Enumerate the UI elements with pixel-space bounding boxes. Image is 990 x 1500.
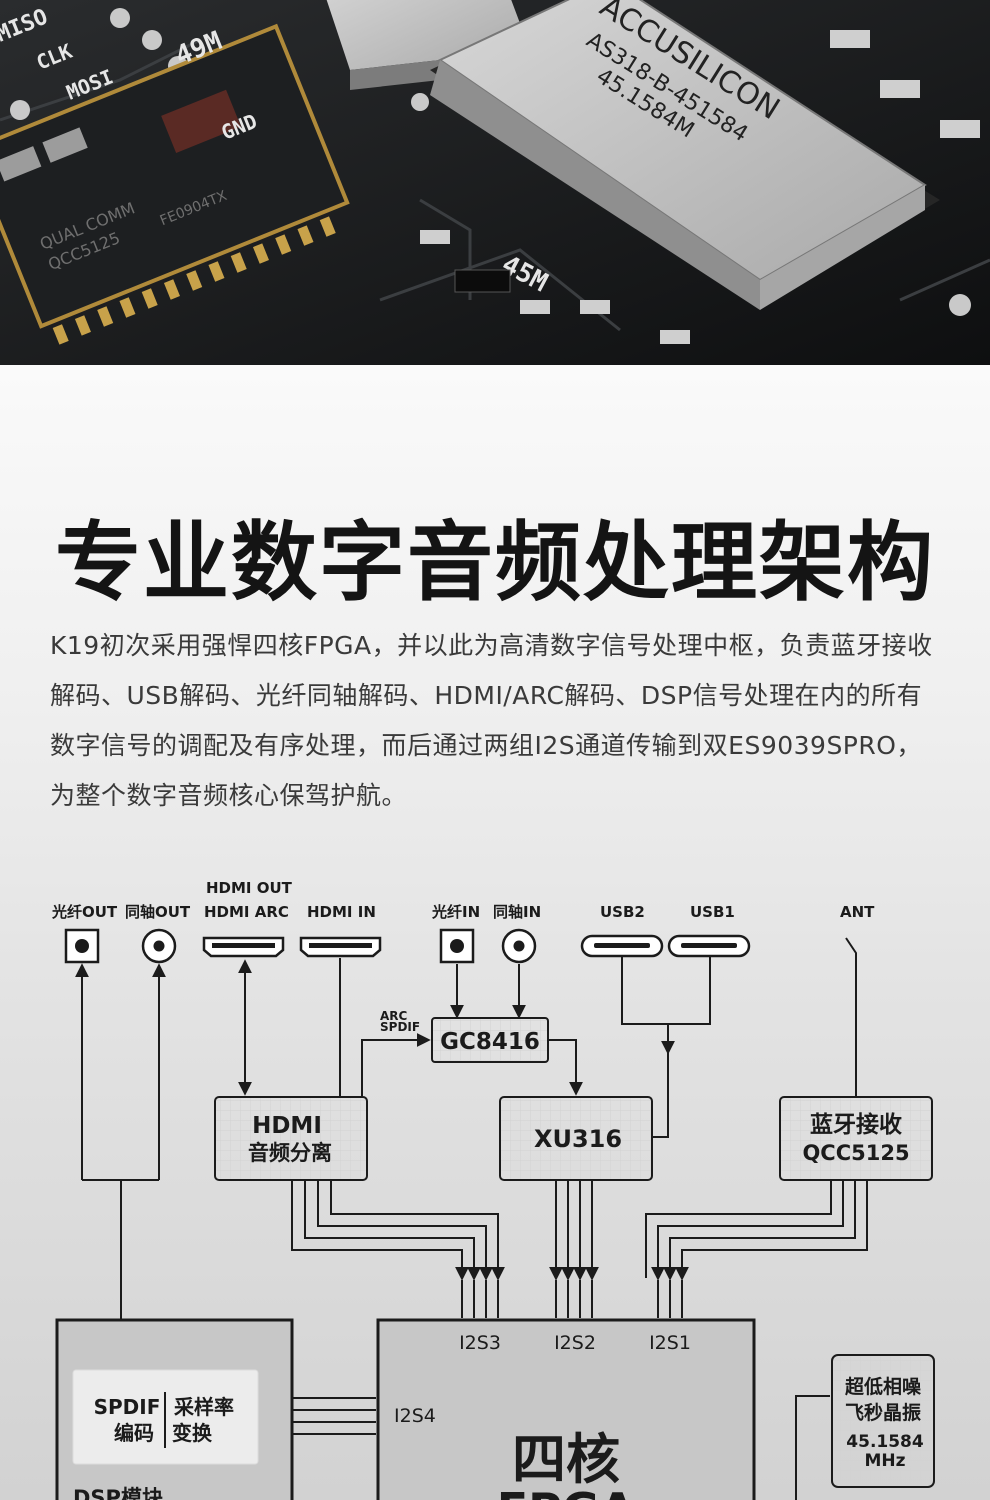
xu316-label: XU316 <box>534 1125 622 1153</box>
bt-block-subtitle: QCC5125 <box>802 1141 909 1165</box>
i2s2-label: I2S2 <box>554 1332 596 1354</box>
hero-pcb-photo: QUAL COMM QCC5125 FE0904TX MISO CLK MOSI… <box>0 0 990 365</box>
bluetooth-block: 蓝牙接收 QCC5125 <box>780 1097 932 1180</box>
i2s1-label: I2S1 <box>649 1332 691 1354</box>
architecture-svg: 光纤OUT 同轴OUT HDMI OUT HDMI ARC HDMI IN 光纤… <box>0 860 990 1500</box>
spdif-encode-subtitle: 编码 <box>114 1421 154 1445</box>
label-hdmi-arc: HDMI ARC <box>204 903 289 921</box>
pcb-illustration: QUAL COMM QCC5125 FE0904TX MISO CLK MOSI… <box>0 0 990 365</box>
spdif-encode-title: SPDIF <box>94 1395 161 1419</box>
label-optical-in: 光纤IN <box>431 903 480 921</box>
antenna-icon <box>846 938 856 1097</box>
label-coax-in: 同轴IN <box>493 903 541 921</box>
fpga-subtitle: FPGA <box>497 1483 636 1500</box>
osc-line-2: 飞秒晶振 <box>845 1401 921 1424</box>
coax-in-icon <box>503 930 535 962</box>
label-hdmi-in: HDMI IN <box>307 903 376 921</box>
dsp-block: SPDIF 编码 采样率 变换 DSP模块 <box>57 1320 292 1500</box>
label-ant: ANT <box>840 903 875 921</box>
i2s3-label: I2S3 <box>459 1332 501 1354</box>
label-hdmi-out: HDMI OUT <box>206 879 293 897</box>
coax-out-icon <box>143 930 175 962</box>
src-subtitle: 变换 <box>172 1421 213 1445</box>
intro-paragraph: K19初次采用强悍四核FPGA，并以此为高清数字信号处理中枢，负责蓝牙接收解码、… <box>50 621 942 821</box>
gc8416-block: GC8416 <box>432 1018 548 1062</box>
bt-block-title: 蓝牙接收 <box>810 1111 902 1138</box>
label-usb1: USB1 <box>690 903 735 921</box>
usb2-icon <box>582 936 662 956</box>
hdmi-separation-block: HDMI 音频分离 <box>215 1097 367 1180</box>
hdmi-block-subtitle: 音频分离 <box>248 1141 332 1165</box>
architecture-diagram: 光纤OUT 同轴OUT HDMI OUT HDMI ARC HDMI IN 光纤… <box>0 860 990 1500</box>
hdmi-block-title: HDMI <box>252 1113 322 1139</box>
src-title: 采样率 <box>174 1395 234 1419</box>
hdmi-out-icon <box>204 938 283 956</box>
optical-in-icon <box>441 930 473 962</box>
osc-line-1: 超低相噪 <box>844 1375 922 1398</box>
osc-line-4: MHz <box>864 1451 905 1471</box>
gc8416-label: GC8416 <box>440 1029 540 1055</box>
usb1-icon <box>669 936 749 956</box>
label-coax-out: 同轴OUT <box>125 903 191 921</box>
label-usb2: USB2 <box>600 903 645 921</box>
dsp-module-label: DSP模块 <box>73 1486 164 1500</box>
oscillator-block: 超低相噪 飞秒晶振 45.1584 MHz <box>832 1355 934 1487</box>
hdmi-in-icon <box>301 938 380 956</box>
i2s4-label: I2S4 <box>394 1405 436 1427</box>
optical-out-icon <box>66 930 98 962</box>
fpga-block: I2S3 I2S2 I2S1 I2S4 四核 FPGA <box>378 1320 754 1500</box>
xu316-block: XU316 <box>500 1097 652 1180</box>
spdif-label: SPDIF <box>380 1020 420 1034</box>
page-headline: 专业数字音频处理架构 <box>0 513 990 613</box>
label-optical-out: 光纤OUT <box>51 903 118 921</box>
osc-line-3: 45.1584 <box>846 1432 924 1452</box>
fpga-title: 四核 <box>512 1428 620 1491</box>
